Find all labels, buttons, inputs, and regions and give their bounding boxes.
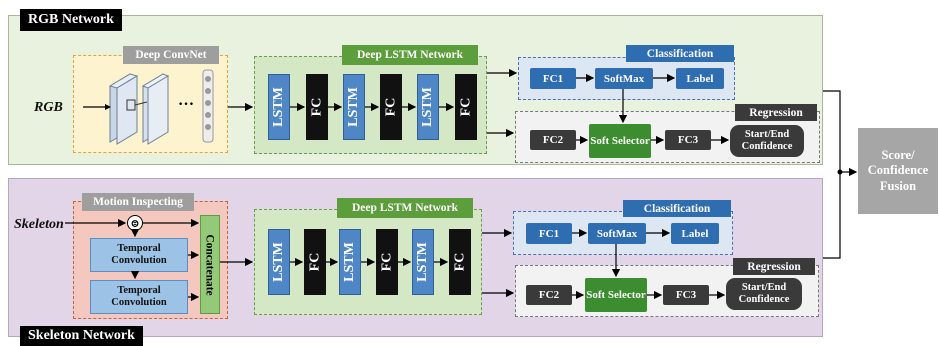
rgb-classification-header: Classification — [626, 45, 734, 62]
rgb-fc-3: FC — [455, 74, 477, 140]
rgb-fc-2: FC — [380, 74, 402, 140]
skeleton-fc-1: FC — [304, 229, 326, 295]
skeleton-side-label: Skeleton — [14, 217, 64, 232]
skeleton-lstm-2: LSTM — [339, 229, 361, 295]
skeleton-label: Label — [671, 223, 719, 244]
skeleton-fc2: FC2 — [526, 285, 572, 305]
rgb-fc-1: FC — [306, 74, 328, 140]
temporal-convolution-1: Temporal Convolution — [90, 238, 188, 272]
rgb-deep-lstm-header: Deep LSTM Network — [342, 45, 478, 65]
convnet-ellipsis: … — [178, 92, 194, 109]
rgb-start-end-confidence: Start/End Confidence — [730, 125, 804, 157]
rgb-side-label: RGB — [34, 100, 63, 115]
skeleton-fc3: FC3 — [663, 285, 709, 305]
convnet-illustration — [83, 69, 214, 145]
rgb-regression-header: Regression — [735, 104, 817, 121]
rgb-softmax: SoftMax — [595, 68, 653, 89]
skeleton-regression-header: Regression — [733, 258, 815, 275]
skeleton-fc-3: FC — [449, 229, 471, 295]
rgb-fc1: FC1 — [530, 68, 576, 89]
concatenate-block: Concatenate — [200, 215, 220, 314]
skeleton-classification-header: Classification — [623, 200, 731, 217]
rgb-fc3: FC3 — [665, 130, 711, 150]
rgb-lstm-3: LSTM — [417, 74, 439, 140]
skeleton-deep-lstm-header: Deep LSTM Network — [337, 198, 473, 218]
skeleton-fc1: FC1 — [526, 223, 572, 244]
deep-convnet-header: Deep ConvNet — [123, 46, 219, 64]
motion-inspecting-header: Motion Inspecting — [82, 193, 194, 211]
skeleton-lstm-3: LSTM — [412, 229, 434, 295]
skeleton-network-title: Skeleton Network — [20, 326, 143, 346]
rgb-lstm-1: LSTM — [268, 74, 290, 140]
rgb-fc2: FC2 — [530, 130, 576, 150]
skeleton-lstm-1: LSTM — [268, 229, 290, 295]
skeleton-start-end-confidence: Start/End Confidence — [726, 278, 802, 310]
skeleton-soft-selector: Soft Selector — [585, 278, 647, 312]
rgb-lstm-2: LSTM — [343, 74, 365, 140]
score-confidence-fusion: Score/ Confidence Fusion — [858, 128, 938, 214]
rgb-network-title: RGB Network — [20, 9, 122, 31]
skeleton-fc-2: FC — [376, 229, 398, 295]
rgb-label: Label — [676, 68, 724, 89]
skeleton-softmax: SoftMax — [588, 223, 646, 244]
temporal-convolution-2: Temporal Convolution — [90, 280, 188, 314]
rgb-soft-selector: Soft Selector — [589, 124, 651, 158]
